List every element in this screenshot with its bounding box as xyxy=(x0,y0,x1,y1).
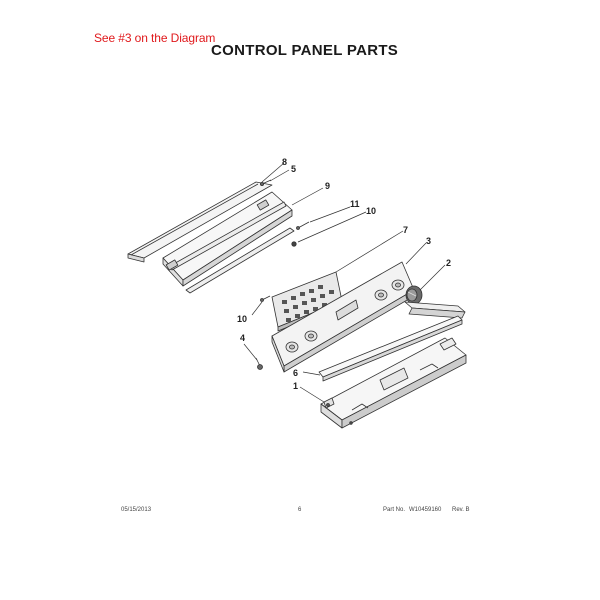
page-title: CONTROL PANEL PARTS xyxy=(211,42,399,59)
footer-part-number: W10459160 xyxy=(409,507,442,513)
callout-7: 7 xyxy=(403,225,408,235)
callout-10-lower: 10 xyxy=(237,314,247,324)
page-footer: 05/15/2013 6 Part No. W10459160 Rev. B xyxy=(121,507,470,513)
callout-11: 11 xyxy=(350,199,360,209)
part-10-screw-lower xyxy=(260,295,271,302)
callout-3: 3 xyxy=(426,236,431,246)
part-8-trim-strip xyxy=(127,181,273,263)
part-3-control-panel xyxy=(271,261,415,373)
callout-5: 5 xyxy=(291,164,296,174)
callout-4: 4 xyxy=(240,333,245,343)
part-4-screw xyxy=(255,357,263,370)
leader-lines xyxy=(243,162,446,403)
part-1-bracket xyxy=(320,337,467,429)
callout-9: 9 xyxy=(325,181,330,191)
part-11-screw xyxy=(296,221,310,230)
callout-2: 2 xyxy=(446,258,451,268)
callout-10-upper: 10 xyxy=(366,206,376,216)
callout-8: 8 xyxy=(282,157,287,167)
footer-date: 05/15/2013 xyxy=(121,507,152,513)
part-5-screw xyxy=(259,179,272,186)
console-lower-strip xyxy=(185,227,295,294)
callout-labels: 8 5 9 11 10 7 3 2 10 4 6 1 xyxy=(237,157,451,391)
footer-part-label: Part No. xyxy=(383,507,405,513)
footer-page-number: 6 xyxy=(298,507,302,513)
callout-1: 1 xyxy=(293,381,298,391)
part-9-console-panel xyxy=(162,191,293,287)
part-2-knob xyxy=(405,285,423,305)
diagram-annotation: See #3 on the Diagram xyxy=(94,31,216,45)
footer-rev: Rev. B xyxy=(452,507,470,513)
part-6-gasket xyxy=(318,315,463,382)
part-10-screw-upper xyxy=(291,241,297,247)
callout-6: 6 xyxy=(293,368,298,378)
panel-side-trim xyxy=(404,301,466,319)
